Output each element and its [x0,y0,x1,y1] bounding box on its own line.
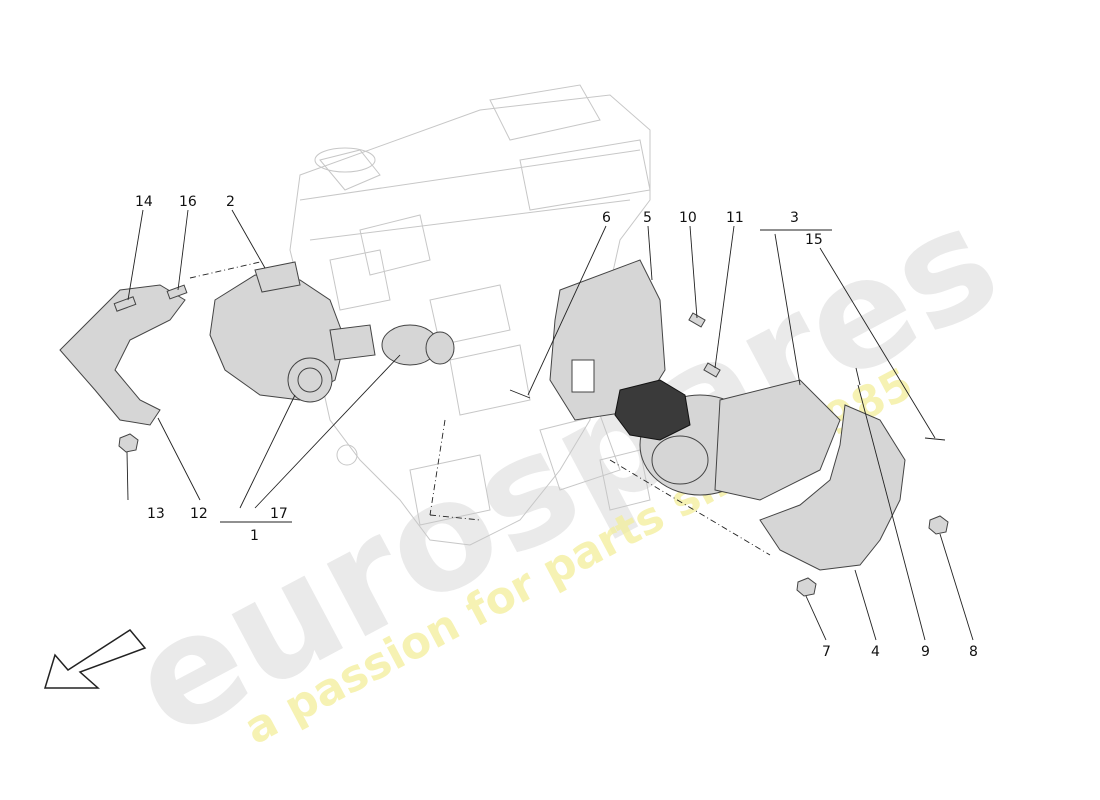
callout-11: 11 [726,210,744,226]
nut-8 [928,515,949,535]
assembly-lines [189,261,771,556]
callout-3: 3 [790,210,799,226]
callout-4: 4 [871,644,880,660]
callout-1: 1 [250,528,259,544]
callout-labels: 14 16 2 13 12 17 1 6 5 10 11 3 15 7 4 9 … [135,194,978,660]
callout-10: 10 [679,210,697,226]
coupling-17 [381,324,455,366]
stud-15 [924,437,946,441]
callout-13: 13 [147,506,165,522]
nut-13 [118,433,139,453]
engine-block-outline [289,84,651,546]
callout-14: 14 [135,194,153,210]
callout-6: 6 [602,210,611,226]
bolt-10 [688,312,706,328]
stud-6 [509,389,531,399]
bolt-16 [166,284,188,300]
callout-12: 12 [190,506,208,522]
callout-17: 17 [270,506,288,522]
stud-9 [855,367,861,386]
arrow-direction-icon [43,629,147,689]
callout-7: 7 [822,644,831,660]
callout-15: 15 [805,232,823,248]
callout-5: 5 [643,210,652,226]
heat-shield-4 [759,404,906,571]
callout-16: 16 [179,194,197,210]
heat-shield-left [59,284,186,426]
callout-9: 9 [921,644,930,660]
compressor-housing [209,274,376,403]
gasket-plate-5 [549,259,666,421]
bolt-14 [113,296,137,312]
callout-2: 2 [226,194,235,210]
nut-7 [796,577,817,597]
bolt-11 [703,362,721,378]
bracket-2 [254,261,301,293]
leader-lines [126,209,974,641]
wastegate-actuator [614,379,691,441]
callout-8: 8 [969,644,978,660]
